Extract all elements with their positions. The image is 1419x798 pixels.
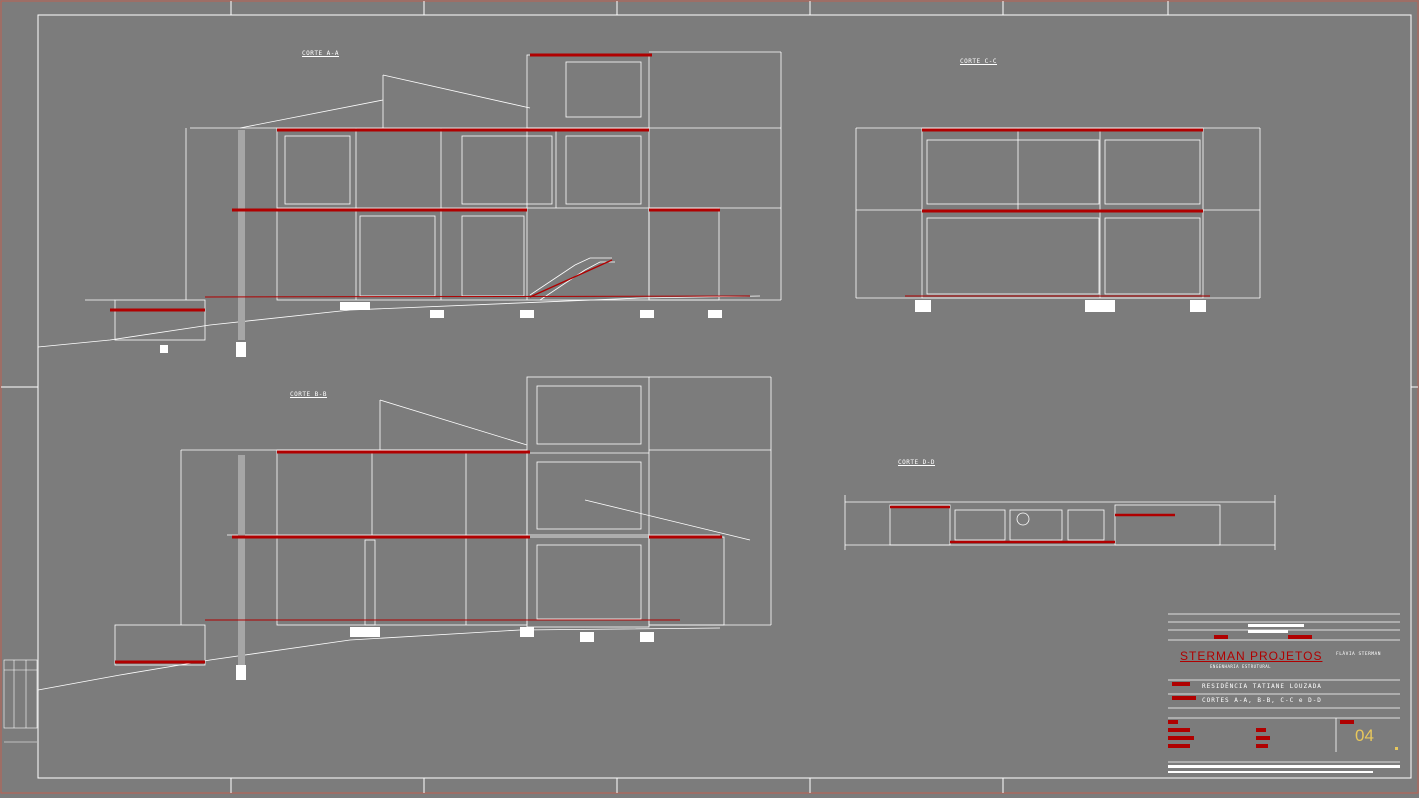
project-name: RESIDÊNCIA TATIANE LOUZADA bbox=[1202, 683, 1322, 690]
company-name: STERMAN PROJETOS bbox=[1180, 649, 1323, 663]
section-a-footings bbox=[160, 302, 722, 357]
section-c-title: CORTE C-C bbox=[960, 58, 998, 65]
section-c-drawing bbox=[855, 127, 1261, 299]
section-c-structure bbox=[905, 128, 1210, 297]
section-b-footings bbox=[236, 627, 654, 680]
section-a-title: CORTE A-A bbox=[302, 50, 340, 57]
section-b-drawing bbox=[37, 376, 772, 691]
section-b-title: CORTE B-B bbox=[290, 391, 328, 398]
sheet-number: 04 bbox=[1355, 726, 1374, 745]
author-name: FLÁVIA STERMAN bbox=[1336, 652, 1381, 657]
section-d-drawing bbox=[844, 495, 1276, 550]
section-b-structure bbox=[115, 450, 722, 664]
company-subtitle: ENGENHARIA ESTRUTURAL bbox=[1210, 664, 1272, 669]
legend-table bbox=[3, 659, 38, 743]
section-a-structure bbox=[110, 53, 751, 312]
inner-frame bbox=[37, 14, 1412, 779]
section-d-title: CORTE D-D bbox=[898, 459, 936, 466]
sheet-content: CORTES A-A, B-B, C-C e D-D bbox=[1202, 697, 1322, 704]
section-d-structure bbox=[890, 505, 1175, 544]
terrain-line-b bbox=[37, 627, 721, 691]
title-block-fills bbox=[1168, 624, 1400, 773]
section-a-drawing bbox=[37, 51, 782, 348]
terrain-line bbox=[37, 295, 761, 348]
section-c-footings bbox=[915, 300, 1206, 312]
